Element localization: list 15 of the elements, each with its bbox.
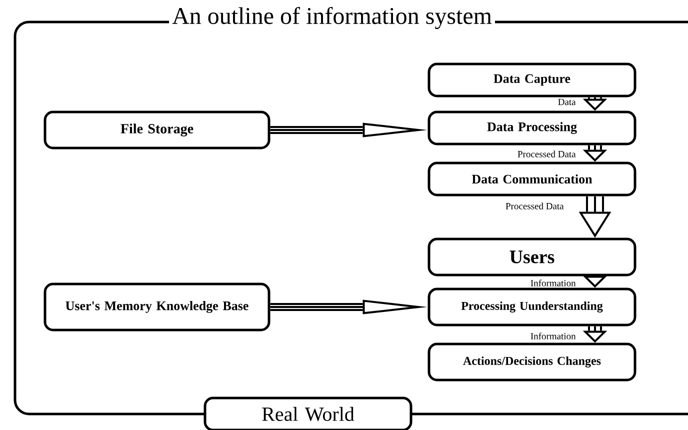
edge-label: Information [530, 280, 576, 286]
process-box: Data Communication [428, 162, 636, 196]
edge-label: Data [558, 98, 576, 106]
process-box: Real World [204, 396, 412, 430]
process-box: User's Memory Knowledge Base [44, 282, 270, 332]
title: An outline of information system [169, 4, 495, 32]
process-box: File Storage [44, 110, 270, 150]
process-box: Actions/Decisions Changes [428, 342, 636, 382]
process-box: Data Processing [428, 110, 636, 146]
edge-label: Processed Data [518, 150, 576, 158]
process-box: Processing Uunderstanding [428, 288, 636, 326]
process-box: Data Capture [428, 62, 636, 98]
edge-label: Processed Data [506, 202, 564, 210]
edge-label: Information [530, 332, 576, 340]
process-box: Users [428, 238, 636, 276]
